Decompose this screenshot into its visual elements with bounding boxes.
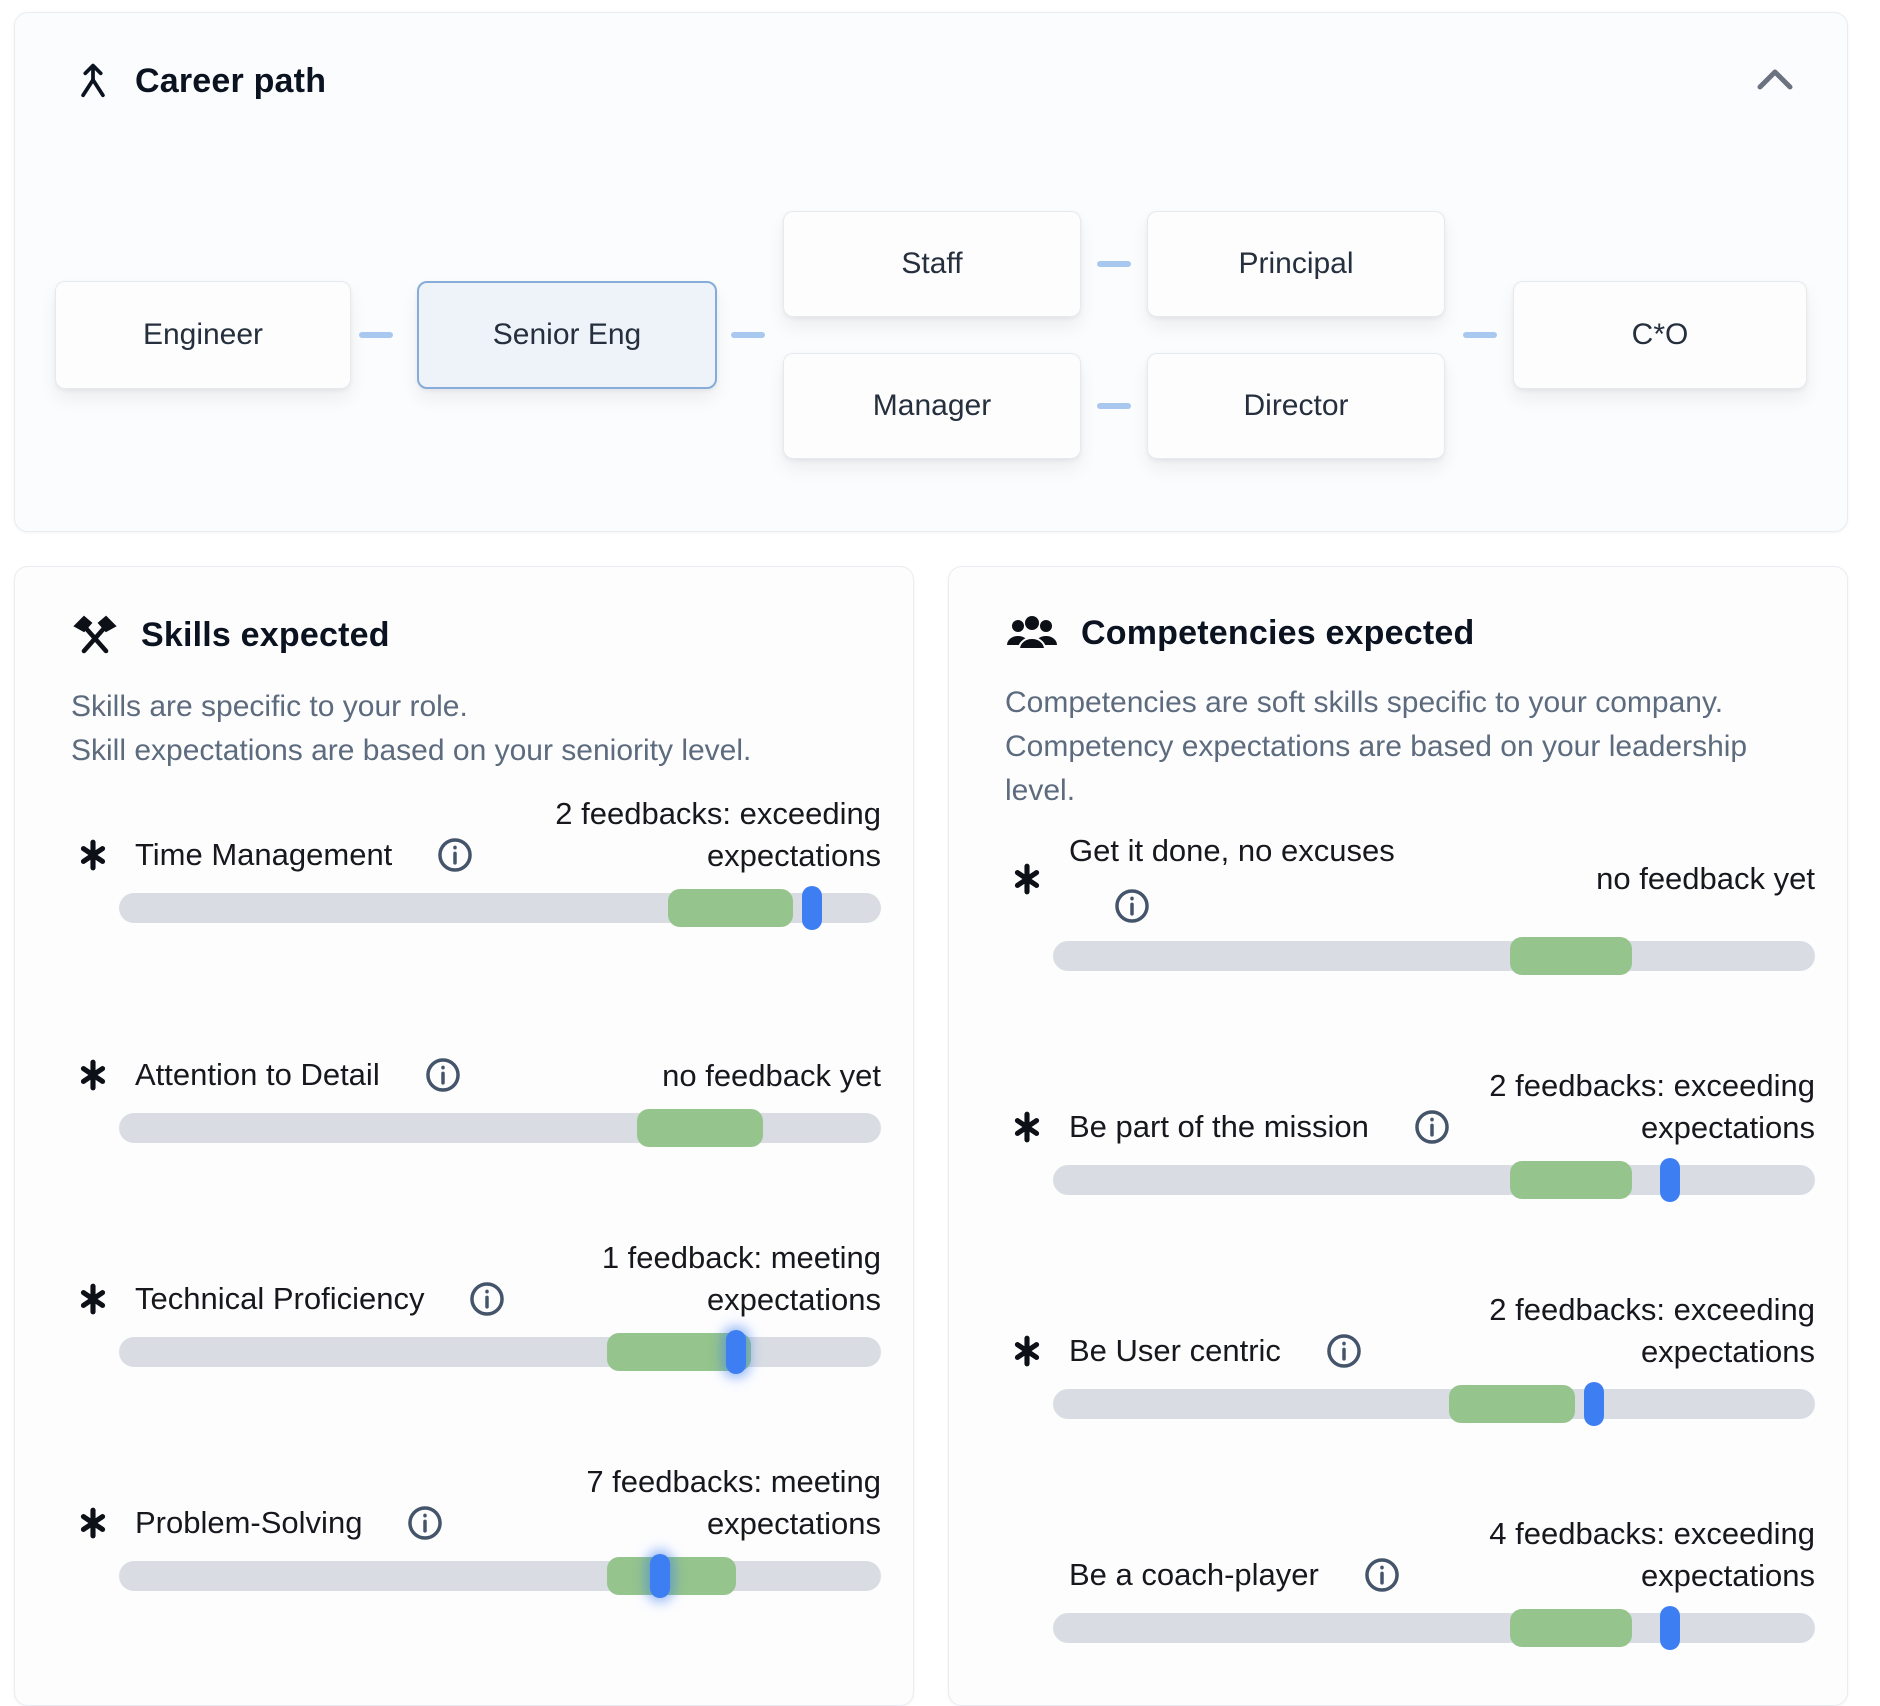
asterisk-icon [1005, 857, 1049, 901]
skill-slider[interactable] [119, 1330, 881, 1374]
competencies-title: Competencies expected [1081, 613, 1475, 652]
edge-staff-principal [1097, 261, 1131, 267]
info-icon[interactable] [1325, 1332, 1363, 1370]
career-node-senior-eng[interactable]: Senior Eng [417, 281, 717, 389]
feedback-summary: 2 feedbacks: exceeding expectations [555, 796, 881, 873]
competencies-description-line: Competencies are soft skills specific to… [1005, 686, 1724, 719]
asterisk-icon [71, 833, 115, 877]
skill-slider[interactable] [119, 886, 881, 930]
skills-description-line: Skills are specific to your role. [71, 690, 468, 723]
competency-row: Be a coach-player 4 feedbacks: exceeding… [1005, 1513, 1815, 1650]
slider-thumb[interactable] [802, 886, 823, 930]
info-icon[interactable] [1363, 1556, 1401, 1594]
info-icon[interactable] [436, 836, 474, 874]
asterisk-icon [71, 1501, 115, 1545]
skill-row: Time Management 2 feedbacks: exceeding e… [71, 793, 881, 930]
career-path-title: Career path [135, 61, 327, 100]
expected-range-band [606, 1557, 737, 1595]
career-node-staff[interactable]: Staff [783, 211, 1081, 317]
career-node-cxo[interactable]: C*O [1513, 281, 1807, 389]
edge-senior-branch [731, 332, 765, 338]
skill-name: Technical Proficiency [135, 1281, 425, 1316]
career-node-engineer[interactable]: Engineer [55, 281, 351, 389]
expected-range-band [1449, 1385, 1575, 1423]
slider-thumb[interactable] [1660, 1158, 1681, 1202]
feedback-summary: 7 feedbacks: meeting expectations [586, 1464, 881, 1541]
slider-track[interactable] [1053, 1606, 1815, 1650]
competency-name: Be part of the mission [1069, 1109, 1369, 1144]
people-group-icon [1005, 611, 1059, 655]
slider-track[interactable] [119, 1554, 881, 1598]
expected-range-band [1510, 1161, 1633, 1199]
competencies-description-line: Competency expectations are based on you… [1005, 730, 1748, 807]
feedback-summary: no feedback yet [662, 1058, 881, 1093]
competency-slider[interactable] [1053, 937, 1815, 975]
slider-track[interactable] [119, 886, 881, 930]
info-icon[interactable] [1413, 1108, 1451, 1146]
collapse-section-button[interactable] [1753, 61, 1797, 97]
skill-row: Attention to Detail no feedback yet [71, 1017, 881, 1147]
slider-track[interactable] [1053, 1158, 1815, 1202]
info-icon[interactable] [424, 1056, 462, 1094]
expected-range-band [1510, 1609, 1633, 1647]
competency-slider[interactable] [1053, 1158, 1815, 1202]
info-icon[interactable] [406, 1504, 444, 1542]
career-node-manager[interactable]: Manager [783, 353, 1081, 459]
competency-name: Get it done, no excuses [1069, 833, 1395, 868]
competencies-expected-card: Competencies expected Competencies are s… [948, 566, 1848, 1706]
career-node-principal[interactable]: Principal [1147, 211, 1445, 317]
feedback-summary: 2 feedbacks: exceeding expectations [1489, 1292, 1815, 1369]
skill-row: Problem-Solving 7 feedbacks: meeting exp… [71, 1461, 881, 1598]
skill-name: Problem-Solving [135, 1505, 363, 1540]
competency-slider[interactable] [1053, 1606, 1815, 1650]
career-path-header: Career path [15, 13, 1847, 103]
chevron-up-icon [1755, 66, 1795, 92]
skills-description-line: Skill expectations are based on your sen… [71, 734, 752, 767]
asterisk-icon [1005, 1329, 1049, 1373]
competency-row: Be User centric 2 feedbacks: exceeding e… [1005, 1289, 1815, 1426]
skill-name: Time Management [135, 837, 393, 872]
edge-engineer-senior [359, 332, 393, 338]
slider-thumb[interactable] [1584, 1382, 1605, 1426]
slider-track[interactable] [1053, 1382, 1815, 1426]
info-icon[interactable] [1113, 887, 1151, 925]
skill-row: Technical Proficiency 1 feedback: meetin… [71, 1237, 881, 1374]
skill-name: Attention to Detail [135, 1057, 380, 1092]
slider-thumb[interactable] [726, 1330, 747, 1374]
slider-track[interactable] [1053, 937, 1815, 975]
feedback-summary: no feedback yet [1596, 861, 1815, 896]
expected-range-band [637, 1109, 763, 1147]
crossed-tools-icon [71, 611, 119, 659]
career-path-card: Career path Engineer Senior Eng Staff Ma… [14, 12, 1848, 532]
asterisk-icon [71, 1277, 115, 1321]
competency-row: Get it done, no excuses no feedback yet [1005, 833, 1815, 975]
feedback-summary: 2 feedbacks: exceeding expectations [1489, 1068, 1815, 1145]
expected-range-band [667, 889, 794, 927]
career-path-icon [71, 59, 115, 103]
asterisk-icon [1005, 1105, 1049, 1149]
slider-thumb[interactable] [1660, 1606, 1681, 1650]
competency-name: Be User centric [1069, 1333, 1281, 1368]
info-icon[interactable] [468, 1280, 506, 1318]
edge-manager-director [1097, 403, 1131, 409]
career-node-director[interactable]: Director [1147, 353, 1445, 459]
competency-row: Be part of the mission 2 feedbacks: exce… [1005, 1065, 1815, 1202]
competency-slider[interactable] [1053, 1382, 1815, 1426]
feedback-summary: 1 feedback: meeting expectations [601, 1240, 881, 1317]
skill-slider[interactable] [119, 1554, 881, 1598]
competency-name: Be a coach-player [1069, 1557, 1319, 1592]
skills-title: Skills expected [141, 615, 390, 654]
edge-to-cxo [1463, 332, 1497, 338]
asterisk-icon [71, 1053, 115, 1097]
expected-range-band [1510, 937, 1633, 975]
slider-track[interactable] [119, 1330, 881, 1374]
skills-expected-card: Skills expected Skills are specific to y… [14, 566, 914, 1706]
slider-thumb[interactable] [650, 1554, 671, 1598]
skill-slider[interactable] [119, 1109, 881, 1147]
slider-track[interactable] [119, 1109, 881, 1147]
feedback-summary: 4 feedbacks: exceeding expectations [1489, 1516, 1815, 1593]
